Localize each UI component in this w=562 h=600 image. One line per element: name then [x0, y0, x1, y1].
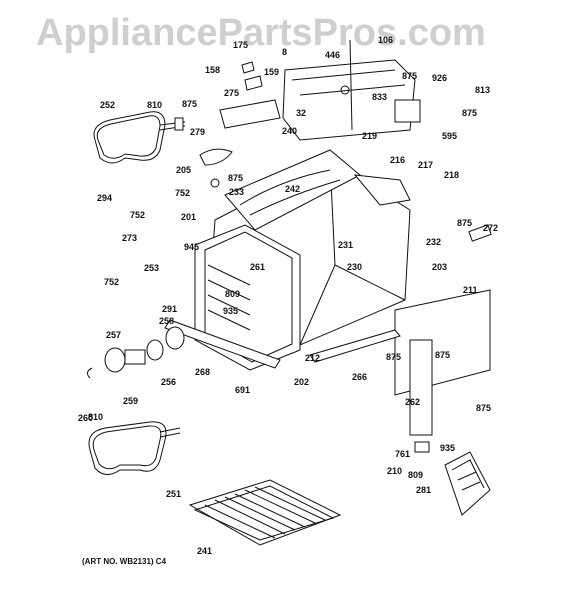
- oven-rack: [188, 479, 342, 546]
- callout-241: 241: [197, 546, 213, 556]
- callout-272: 272: [483, 223, 499, 233]
- callout-875: 875: [228, 173, 244, 183]
- callout-752: 752: [130, 210, 146, 220]
- callout-159: 159: [264, 67, 280, 77]
- callout-446: 446: [325, 50, 341, 60]
- callout-216: 216: [390, 155, 406, 165]
- callout-232: 232: [426, 237, 442, 247]
- callout-158: 158: [205, 65, 221, 75]
- callout-253: 253: [144, 263, 160, 273]
- callout-106: 106: [378, 35, 394, 45]
- callout-231: 231: [338, 240, 354, 250]
- callout-266: 266: [352, 372, 368, 382]
- callout-260: 260: [78, 413, 94, 423]
- callout-875: 875: [457, 218, 473, 228]
- callout-219: 219: [362, 131, 378, 141]
- callout-273: 273: [122, 233, 138, 243]
- callout-935: 935: [223, 306, 239, 316]
- callout-203: 203: [432, 262, 448, 272]
- art-number: (ART NO. WB2131) C4: [82, 557, 167, 566]
- callout-875: 875: [435, 350, 451, 360]
- callout-875: 875: [402, 71, 418, 81]
- callout-595: 595: [442, 131, 458, 141]
- watermark: AppliancePartsPros.com: [36, 12, 486, 54]
- callout-256: 256: [161, 377, 177, 387]
- callout-810: 810: [147, 100, 163, 110]
- callout-294: 294: [97, 193, 113, 203]
- callout-233: 233: [229, 187, 245, 197]
- callout-833: 833: [372, 92, 388, 102]
- callout-262: 262: [405, 397, 421, 407]
- callout-691: 691: [235, 385, 251, 395]
- callout-230: 230: [347, 262, 363, 272]
- callout-291: 291: [162, 304, 178, 314]
- callout-813: 813: [475, 85, 491, 95]
- callout-809: 809: [225, 289, 241, 299]
- callout-935: 935: [440, 443, 456, 453]
- callout-242: 242: [285, 184, 301, 194]
- callout-175: 175: [233, 40, 249, 50]
- callout-279: 279: [190, 127, 206, 137]
- callout-926: 926: [432, 73, 448, 83]
- callout-218: 218: [444, 170, 460, 180]
- callout-752: 752: [175, 188, 191, 198]
- callout-875: 875: [386, 352, 402, 362]
- callout-761: 761: [395, 449, 411, 459]
- broil-element-top: [93, 111, 186, 164]
- side-panel: [394, 289, 491, 436]
- callout-217: 217: [418, 160, 434, 170]
- callout-281: 281: [416, 485, 432, 495]
- callout-210: 210: [387, 466, 403, 476]
- callout-259: 259: [123, 396, 139, 406]
- callout-945: 945: [184, 242, 200, 252]
- bake-element-bottom: [88, 421, 181, 475]
- callout-268: 268: [195, 367, 211, 377]
- callout-201: 201: [181, 212, 197, 222]
- callout-202: 202: [294, 377, 310, 387]
- callout-8: 8: [282, 47, 288, 57]
- callout-875: 875: [462, 108, 478, 118]
- callout-275: 275: [224, 88, 240, 98]
- thermostat-assembly: [86, 326, 185, 379]
- callout-211: 211: [463, 285, 478, 295]
- callout-752: 752: [104, 277, 120, 287]
- callout-205: 205: [176, 165, 192, 175]
- door-hinge: [444, 451, 491, 516]
- callout-261: 261: [250, 262, 266, 272]
- callout-258: 258: [159, 316, 175, 326]
- callout-810: 810: [88, 412, 104, 422]
- callout-252: 252: [100, 100, 116, 110]
- callout-875: 875: [476, 403, 492, 413]
- callout-212: 212: [305, 353, 321, 363]
- rear-panel: [282, 39, 421, 141]
- bottom-trims: [164, 319, 401, 369]
- callout-875: 875: [182, 99, 198, 109]
- callout-257: 257: [106, 330, 122, 340]
- oven-front-frame: [194, 224, 301, 371]
- callout-251: 251: [166, 489, 182, 499]
- callout-240: 240: [282, 126, 298, 136]
- callout-809: 809: [408, 470, 424, 480]
- callout-32: 32: [296, 108, 307, 118]
- small-parts: [199, 61, 492, 453]
